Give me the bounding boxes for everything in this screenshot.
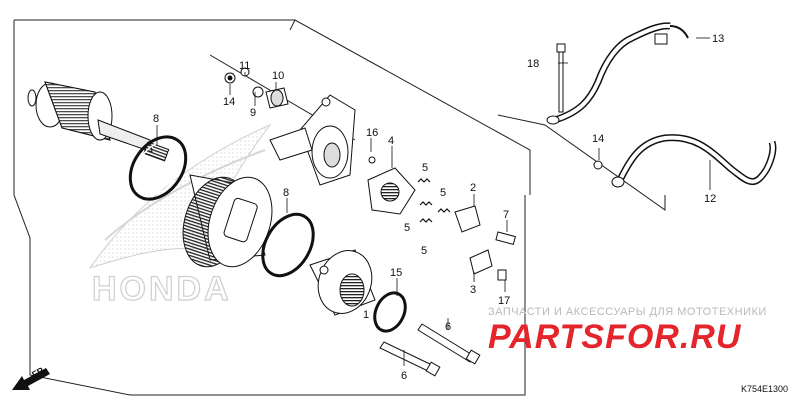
callout-5-d: 5 bbox=[421, 245, 427, 257]
brush-holder bbox=[367, 156, 416, 215]
callout-8-left: 8 bbox=[153, 113, 159, 125]
armature bbox=[27, 81, 170, 162]
callout-5-a: 5 bbox=[422, 162, 428, 174]
starter-cable-13 bbox=[546, 22, 689, 125]
callout-9: 9 bbox=[250, 107, 256, 119]
callout-17: 17 bbox=[498, 295, 510, 307]
callout-5-b: 5 bbox=[440, 187, 446, 199]
cable-13-group-frame bbox=[497, 114, 666, 211]
callout-6-a: 6 bbox=[445, 321, 451, 333]
site-tagline: ЗАПЧАСТИ И АКСЕССУАРЫ ДЛЯ МОТОТЕХНИКИ bbox=[488, 306, 767, 318]
callout-7: 7 bbox=[503, 209, 509, 221]
brushes-and-screws bbox=[454, 205, 516, 281]
brush-springs bbox=[417, 178, 451, 223]
ground-cable-12 bbox=[593, 134, 777, 188]
starter-yoke bbox=[182, 174, 273, 268]
callout-14-upper: 14 bbox=[223, 96, 235, 108]
callout-8-right: 8 bbox=[283, 187, 289, 199]
callout-13: 13 bbox=[712, 33, 724, 45]
front-direction-label: FR. bbox=[30, 364, 47, 380]
bolt-18 bbox=[556, 43, 566, 113]
callout-4: 4 bbox=[388, 135, 394, 147]
front-cover bbox=[309, 249, 376, 316]
site-logo[interactable]: PARTSFOR.RU bbox=[488, 318, 742, 356]
honda-watermark-text: HONDA bbox=[92, 270, 232, 308]
rear-cover bbox=[269, 94, 356, 186]
leader-lines bbox=[156, 37, 711, 366]
honda-wing-watermark bbox=[88, 123, 272, 269]
o-ring-right bbox=[261, 212, 315, 278]
callout-11: 11 bbox=[239, 60, 250, 72]
callout-12: 12 bbox=[704, 193, 716, 205]
callout-10: 10 bbox=[272, 70, 284, 82]
through-bolts bbox=[379, 323, 481, 377]
callout-1: 1 bbox=[363, 309, 369, 321]
callout-2: 2 bbox=[470, 182, 476, 194]
terminal-hardware bbox=[224, 67, 289, 109]
callout-18: 18 bbox=[527, 58, 539, 70]
callout-14-lower: 14 bbox=[592, 133, 604, 145]
callout-15: 15 bbox=[390, 267, 402, 279]
callout-16: 16 bbox=[366, 127, 378, 139]
callout-5-c: 5 bbox=[404, 222, 410, 234]
o-ring-left bbox=[128, 135, 188, 201]
front-direction-arrow bbox=[12, 368, 50, 390]
callout-3: 3 bbox=[470, 284, 476, 296]
diagram-code: K754E1300 bbox=[740, 384, 788, 394]
o-ring-15 bbox=[373, 291, 407, 333]
callout-6-b: 6 bbox=[401, 370, 407, 382]
